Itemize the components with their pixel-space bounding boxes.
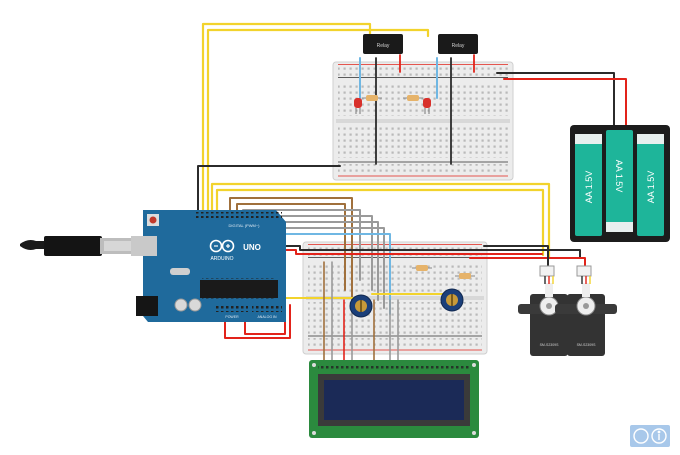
wire-yellow xyxy=(215,188,545,257)
servo-label: SM-S2309S xyxy=(577,343,597,347)
wire-black xyxy=(197,165,341,211)
arduino-header-analog: ANALOG IN xyxy=(257,315,277,319)
relay-1: Relay xyxy=(363,34,403,54)
arduino-uno: ARDUINO UNO DIGITAL (PWM~) POWER ANALOG … xyxy=(131,210,286,322)
wire-gray xyxy=(255,221,379,301)
led-1 xyxy=(354,98,362,114)
logo-icon xyxy=(209,239,235,253)
license-badge-icon xyxy=(630,425,670,447)
usb-cable-icon xyxy=(20,236,142,256)
battery-cell-label: AA 1.5V xyxy=(584,171,594,204)
battery-cell-label: AA 1.5V xyxy=(646,171,656,204)
arduino-model: UNO xyxy=(243,243,261,252)
wire-black xyxy=(281,245,581,258)
battery-cell-label: AA 1.5V xyxy=(614,160,624,193)
relay-label: Relay xyxy=(377,43,390,49)
wire-red xyxy=(503,78,627,129)
potentiometer-1 xyxy=(349,294,373,318)
battery-pack: AA 1.5V AA 1.5V AA 1.5V xyxy=(570,125,670,242)
wire-red xyxy=(224,304,291,339)
relay-label: Relay xyxy=(452,43,465,49)
resistor-2 xyxy=(403,95,423,101)
arduino-header-power: POWER xyxy=(225,315,239,319)
wires xyxy=(197,22,627,363)
bottom-breadboard xyxy=(302,241,488,355)
wire-gray xyxy=(261,227,385,309)
lcd-display xyxy=(309,360,479,438)
wire-yellow xyxy=(206,28,430,214)
arduino-header-digital: DIGITAL (PWM~) xyxy=(229,223,261,228)
led-2 xyxy=(423,98,431,114)
wire-yellow xyxy=(210,182,551,259)
servo-2: SM-S2309S xyxy=(555,265,617,356)
wire-black xyxy=(496,72,615,129)
wire-blue xyxy=(267,233,391,315)
resistor-1 xyxy=(362,95,382,101)
potentiometer-2 xyxy=(440,288,464,312)
wire-black xyxy=(483,245,549,269)
arduino-brand: ARDUINO xyxy=(210,256,233,262)
relay-2: Relay xyxy=(438,34,478,54)
wire-red xyxy=(469,257,586,269)
servo-label: SM-S2309S xyxy=(540,343,560,347)
wire-red xyxy=(281,249,543,255)
resistor-3 xyxy=(412,265,432,271)
servo-leads xyxy=(544,276,591,284)
resistor-4 xyxy=(455,273,475,279)
wire-brown xyxy=(236,203,346,291)
top-breadboard xyxy=(332,61,514,181)
